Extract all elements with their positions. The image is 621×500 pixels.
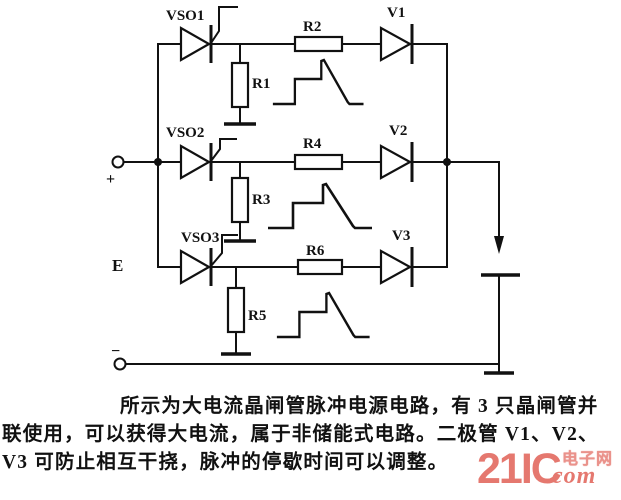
thyristor-pulse-supply-schematic: VSO1 VSO2 VSO3 R1 R2 R3 R4 R5 R6 V1 V2 V… — [106, 5, 520, 375]
label-vso3: VSO3 — [181, 230, 219, 246]
watermark-brand-logo: 21IC — [477, 445, 562, 493]
label-r1: R1 — [252, 76, 270, 92]
resistor-r3 — [230, 176, 250, 224]
wires — [123, 43, 500, 365]
label-r3: R3 — [252, 192, 270, 208]
pulse-waveform-3 — [276, 291, 370, 339]
label-r2: R2 — [303, 19, 321, 35]
load-electrode — [481, 273, 520, 375]
thyristor-vso3 — [179, 234, 238, 286]
label-r5: R5 — [248, 308, 266, 324]
caption-line-1: 所示为大电流晶闸管脉冲电源电路，有 3 只晶闸管并 — [120, 396, 599, 417]
resistor-r1 — [230, 61, 250, 109]
watermark-site-name: 电子网 — [562, 451, 614, 468]
resistor-r5 — [226, 286, 246, 334]
thyristor-vso1 — [179, 6, 238, 63]
pulse-waveform-2 — [268, 182, 372, 230]
label-minus: − — [111, 343, 120, 360]
label-source-e: E — [112, 256, 123, 275]
diode-v1 — [379, 24, 414, 64]
label-plus: + — [106, 171, 115, 188]
label-v3: V3 — [392, 228, 410, 244]
output-current-arrow — [494, 161, 504, 254]
caption-line-3: V3 可防止相互干挠，脉冲的停歇时间可以调整。 — [2, 452, 449, 473]
label-v2: V2 — [389, 123, 407, 139]
diode-v2 — [379, 142, 414, 182]
diode-v3 — [379, 247, 414, 287]
resistor-r4 — [293, 153, 344, 171]
resistor-r6 — [296, 258, 344, 276]
label-vso2: VSO2 — [166, 125, 204, 141]
label-r6: R6 — [306, 243, 325, 259]
label-v1: V1 — [387, 5, 405, 21]
junction-dot-right — [443, 158, 451, 166]
pulse-waveform-1 — [272, 58, 364, 106]
input-terminal-positive — [111, 155, 125, 169]
label-vso1: VSO1 — [166, 8, 204, 24]
label-r4: R4 — [303, 136, 322, 152]
input-terminal-negative — [113, 357, 127, 371]
resistor-r2 — [293, 35, 344, 53]
junction-dot-left — [154, 158, 162, 166]
watermark-domain: .com — [545, 463, 597, 489]
caption-line-2: 联使用，可以获得大电流，属于非储能式电路。二极管 V1、V2、 — [2, 424, 599, 445]
thyristor-vso2 — [179, 138, 237, 181]
watermark: 21IC 电子网 .com — [477, 444, 621, 498]
